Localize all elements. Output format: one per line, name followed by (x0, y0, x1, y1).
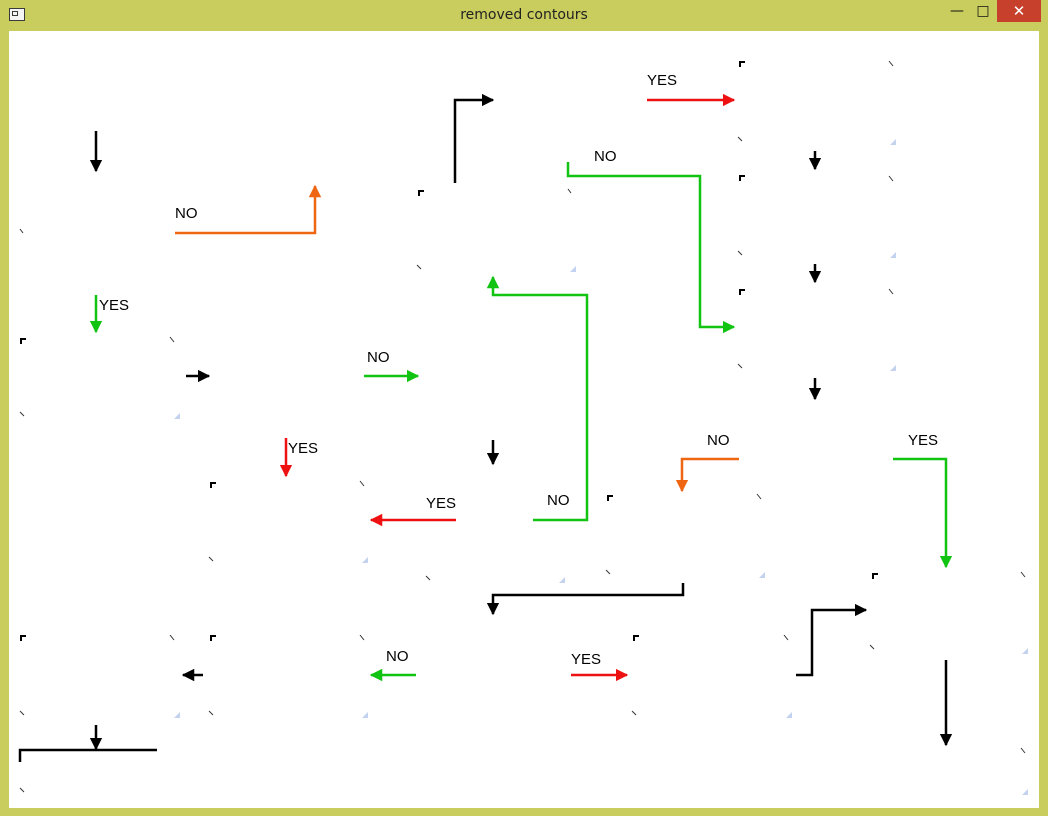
connector-arrow (675, 457, 739, 493)
canvas-area (9, 31, 1039, 808)
connector-arrow (893, 457, 953, 569)
maximize-button[interactable]: □ (976, 3, 990, 19)
branch-label-no: NO (594, 148, 617, 165)
branch-label-yes: YES (908, 432, 938, 449)
branch-label-yes: YES (571, 651, 601, 668)
app-window-icon[interactable] (9, 8, 25, 21)
connector-arrow (486, 583, 685, 616)
connector-arrow (486, 275, 589, 522)
minimize-button[interactable]: — (950, 3, 964, 19)
branch-label-no: NO (367, 349, 390, 366)
window-title: removed contours (460, 7, 588, 23)
connector-line (18, 748, 157, 762)
branch-label-yes: YES (99, 297, 129, 314)
connector-arrow (453, 93, 495, 183)
branch-label-no: NO (707, 432, 730, 449)
close-button[interactable]: ✕ (997, 0, 1041, 22)
branch-label-no: NO (175, 205, 198, 222)
branch-label-yes: YES (288, 440, 318, 457)
connector-arrow (796, 603, 868, 677)
branch-label-yes: YES (647, 72, 677, 89)
connector-arrow (175, 184, 322, 235)
branch-label-no: NO (386, 648, 409, 665)
corner-marks (19, 60, 1028, 795)
title-bar[interactable]: removed contours — □ ✕ (0, 0, 1048, 30)
branch-label-no: NO (547, 492, 570, 509)
connector-arrow (566, 162, 736, 334)
branch-label-yes: YES (426, 495, 456, 512)
